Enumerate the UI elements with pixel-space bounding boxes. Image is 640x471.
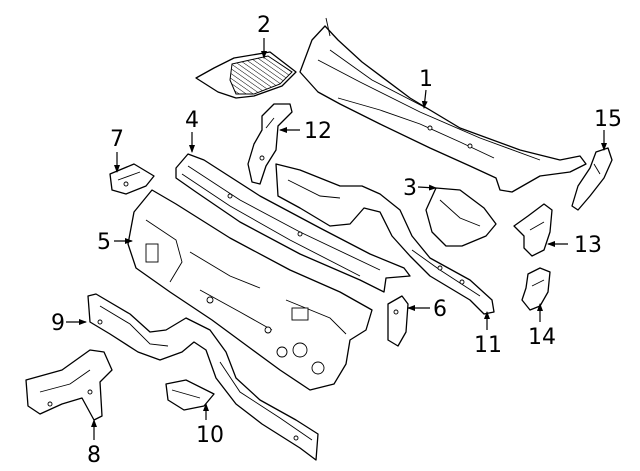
callout-10: 10 [196,423,224,448]
part-13-bracket[interactable] [513,203,553,257]
part-5-bulkhead-panel[interactable] [127,189,373,391]
part-4-upper-cross-member[interactable] [175,153,411,293]
callout-2: 2 [257,13,271,38]
part-14-bracket[interactable] [521,267,551,311]
callout-6: 6 [433,297,447,322]
callout-5: 5 [97,230,111,255]
part-15-bracket[interactable] [571,147,613,211]
part-6-plate[interactable] [387,295,409,347]
part-2-insulator-pad[interactable] [195,51,297,99]
callout-3: 3 [403,176,417,201]
callout-15: 15 [594,107,622,132]
callout-labels: 1 2 3 4 5 6 7 8 9 10 11 12 13 14 15 [51,13,622,468]
part-8-lower-bracket[interactable] [25,349,113,421]
part-9-lower-reinforcement[interactable] [87,293,319,461]
part-1-cowl-panel[interactable] [299,17,587,193]
part-12-bracket[interactable] [247,103,293,185]
part-7-bracket[interactable] [109,163,155,195]
callout-14: 14 [528,325,556,350]
callout-4: 4 [185,108,199,133]
callout-13: 13 [574,233,602,258]
callout-12: 12 [304,119,332,144]
part-3-gusset[interactable] [425,187,497,247]
callout-9: 9 [51,311,65,336]
part-10-block[interactable] [165,379,215,411]
callout-8: 8 [87,443,101,468]
callout-7: 7 [110,127,124,152]
callout-1: 1 [419,67,433,92]
callout-11: 11 [474,333,502,358]
leader-lines [66,38,607,440]
